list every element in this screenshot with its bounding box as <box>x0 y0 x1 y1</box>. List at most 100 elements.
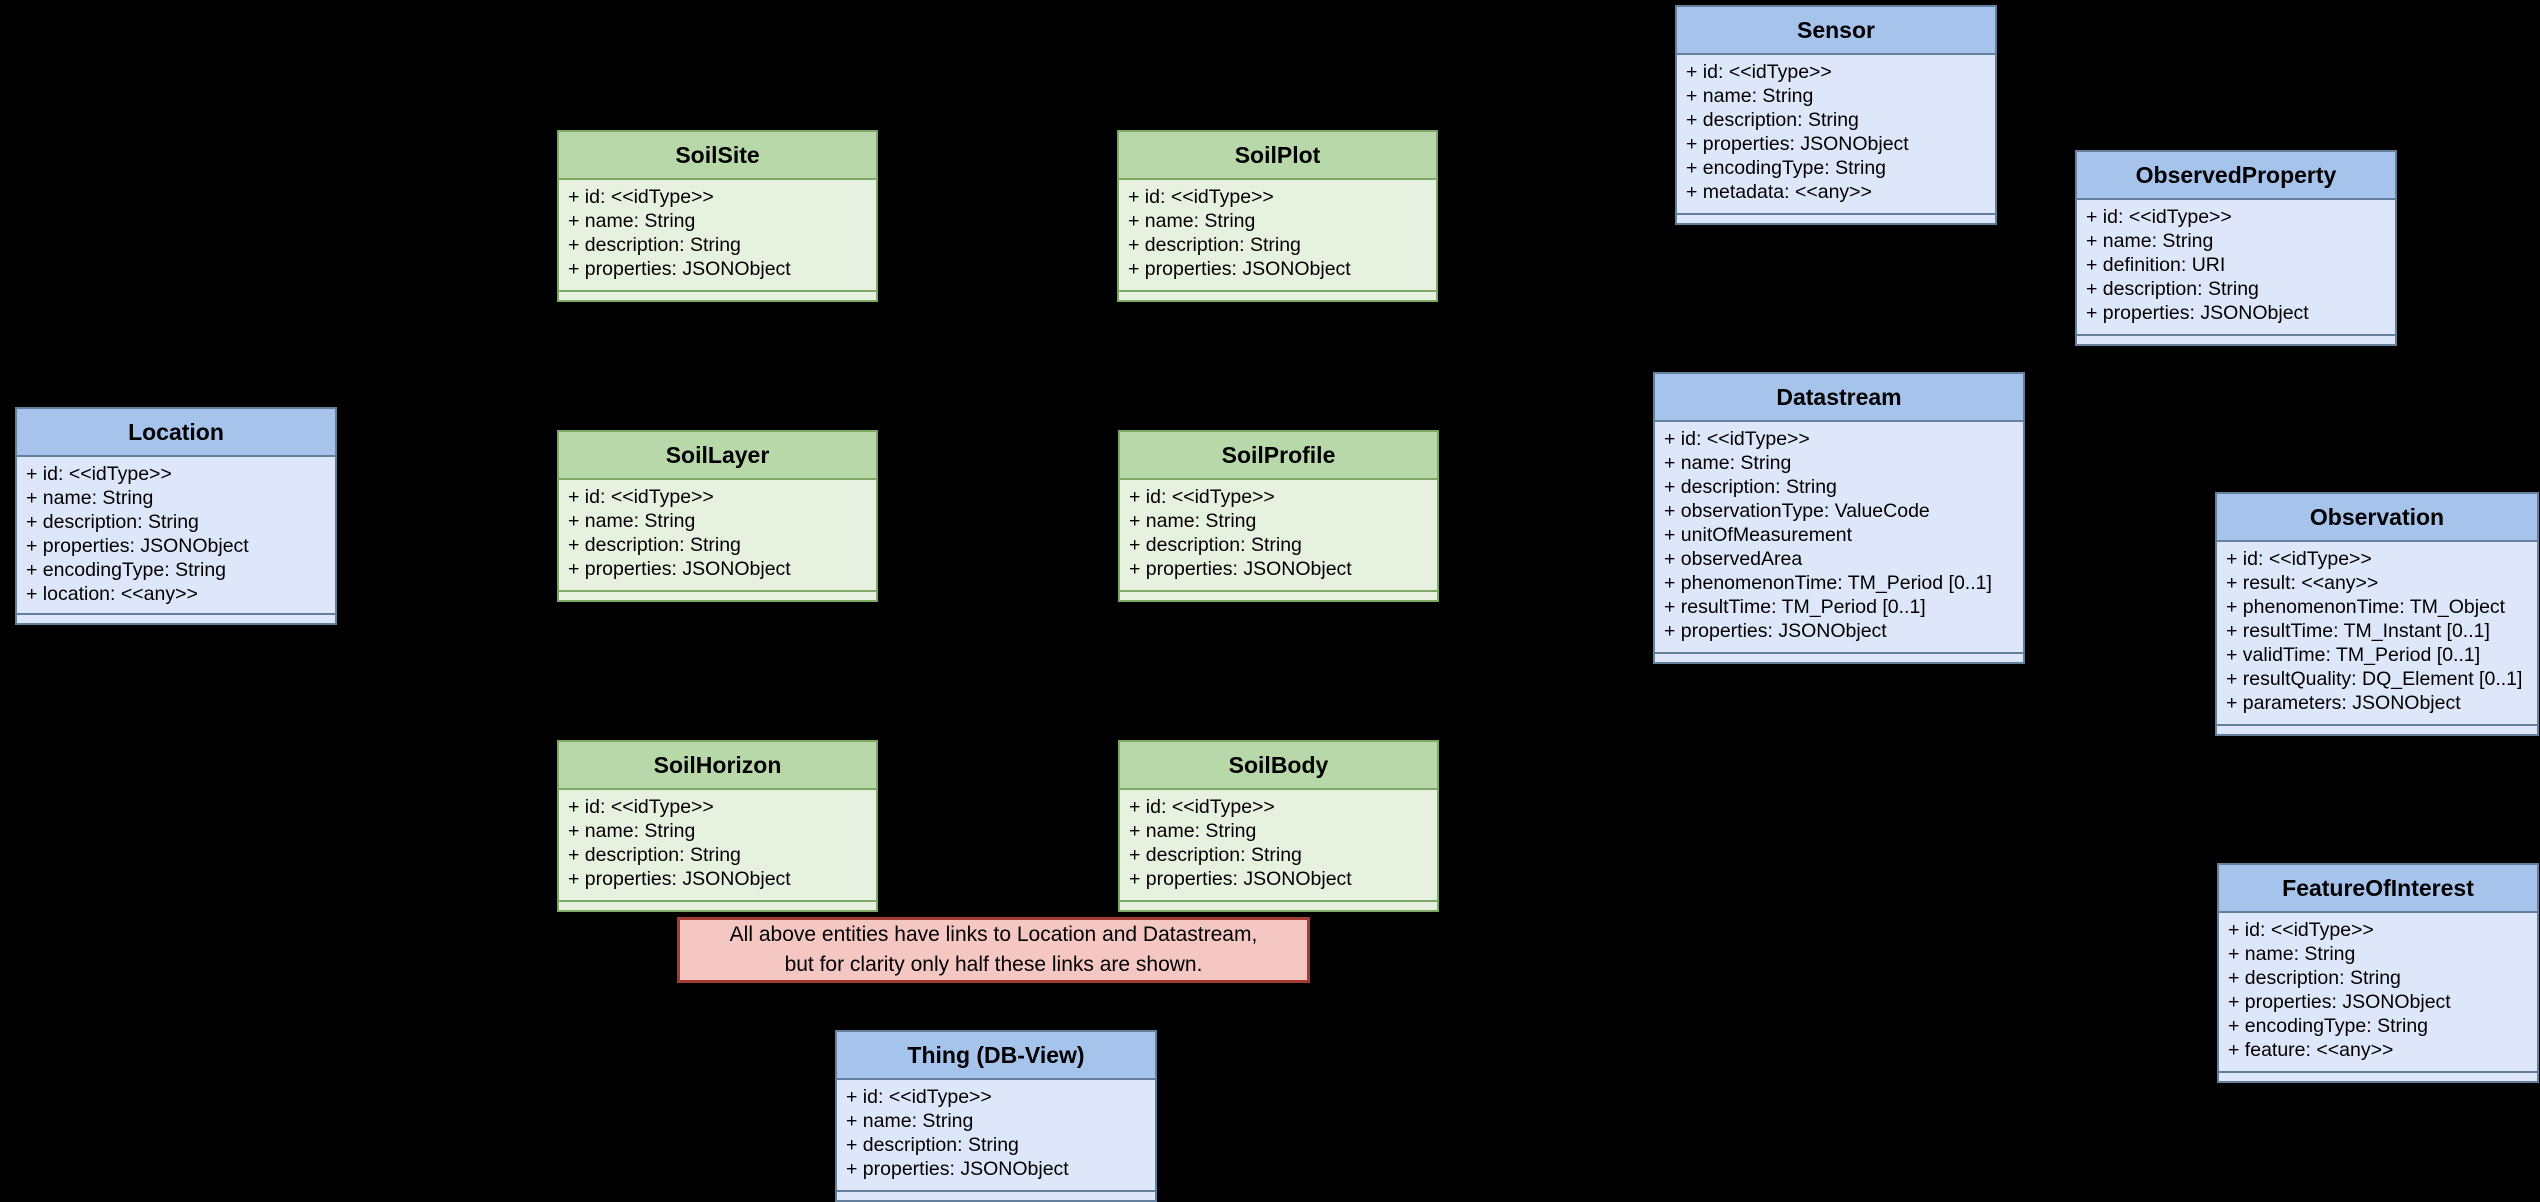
attribute: + definition: URI <box>2086 254 2226 276</box>
attributes-compartment: + id: <<idType>> + name: String + descri… <box>559 180 876 290</box>
class-title: Thing (DB-View) <box>837 1032 1155 1080</box>
attributes-compartment: + id: <<idType>> + name: String + defini… <box>2077 200 2395 334</box>
attribute: + id: <<idType>> <box>1686 61 1832 83</box>
attributes-compartment: + id: <<idType>> + name: String + descri… <box>1120 480 1437 590</box>
attribute: + properties: JSONObject <box>1129 558 1352 580</box>
class-title: SoilHorizon <box>559 742 876 790</box>
methods-compartment-empty <box>559 900 876 910</box>
class-box-location: Location + id: <<idType>> + name: String… <box>15 407 337 625</box>
attribute: + description: String <box>1128 234 1301 256</box>
attribute: + validTime: TM_Period [0..1] <box>2226 644 2481 666</box>
attribute: + name: String <box>846 1110 974 1132</box>
attribute: + id: <<idType>> <box>568 486 714 508</box>
attribute: + properties: JSONObject <box>2086 302 2309 324</box>
methods-compartment-empty <box>2077 334 2395 344</box>
methods-compartment-empty <box>559 590 876 600</box>
attribute: + observationType: ValueCode <box>1664 500 1930 522</box>
attribute: + name: String <box>568 510 696 532</box>
methods-compartment-empty <box>837 1190 1155 1200</box>
class-box-sensor: Sensor + id: <<idType>> + name: String +… <box>1675 5 1997 225</box>
attribute: + name: String <box>1664 452 1792 474</box>
class-box-soil-layer: SoilLayer + id: <<idType>> + name: Strin… <box>557 430 878 602</box>
attribute: + description: String <box>568 534 741 556</box>
methods-compartment-empty <box>2219 1071 2537 1081</box>
class-box-soil-plot: SoilPlot + id: <<idType>> + name: String… <box>1117 130 1438 302</box>
attribute: + properties: JSONObject <box>1129 868 1352 890</box>
attribute: + resultQuality: DQ_Element [0..1] <box>2226 668 2523 690</box>
attribute: + properties: JSONObject <box>568 868 791 890</box>
attribute: + description: String <box>26 511 199 533</box>
attribute: + resultTime: TM_Instant [0..1] <box>2226 620 2490 642</box>
attribute: + description: String <box>1129 534 1302 556</box>
attribute: + id: <<idType>> <box>2226 548 2372 570</box>
attributes-compartment: + id: <<idType>> + name: String + descri… <box>1655 422 2023 652</box>
attribute: + description: String <box>568 844 741 866</box>
methods-compartment-empty <box>17 613 335 623</box>
class-box-feature-of-interest: FeatureOfInterest + id: <<idType>> + nam… <box>2217 863 2539 1083</box>
note-links-disclaimer: All above entities have links to Locatio… <box>677 917 1310 983</box>
attribute: + description: String <box>1664 476 1837 498</box>
attribute: + description: String <box>2086 278 2259 300</box>
attribute: + id: <<idType>> <box>1129 796 1275 818</box>
attribute: + metadata: <<any>> <box>1686 181 1872 203</box>
attribute: + phenomenonTime: TM_Period [0..1] <box>1664 572 1992 594</box>
attribute: + id: <<idType>> <box>1664 428 1810 450</box>
attributes-compartment: + id: <<idType>> + name: String + descri… <box>1119 180 1436 290</box>
class-title: ObservedProperty <box>2077 152 2395 200</box>
attribute: + description: String <box>2228 967 2401 989</box>
methods-compartment-empty <box>1120 900 1437 910</box>
attribute: + observedArea <box>1664 548 1803 570</box>
attribute: + id: <<idType>> <box>846 1086 992 1108</box>
attributes-compartment: + id: <<idType>> + name: String + descri… <box>559 790 876 900</box>
methods-compartment-empty <box>559 290 876 300</box>
class-box-soil-body: SoilBody + id: <<idType>> + name: String… <box>1118 740 1439 912</box>
attribute: + description: String <box>1129 844 1302 866</box>
attributes-compartment: + id: <<idType>> + name: String + descri… <box>1677 55 1995 213</box>
methods-compartment-empty <box>1120 590 1437 600</box>
attribute: + properties: JSONObject <box>1128 258 1351 280</box>
class-box-observation: Observation + id: <<idType>> + result: <… <box>2215 492 2539 736</box>
attributes-compartment: + id: <<idType>> + name: String + descri… <box>17 457 335 613</box>
attribute: + name: String <box>1686 85 1814 107</box>
attribute: + properties: JSONObject <box>568 258 791 280</box>
class-title: Datastream <box>1655 374 2023 422</box>
attribute: + encodingType: String <box>26 559 227 581</box>
attribute: + unitOfMeasurement <box>1664 524 1853 546</box>
attributes-compartment: + id: <<idType>> + name: String + descri… <box>2219 913 2537 1071</box>
class-box-soil-horizon: SoilHorizon + id: <<idType>> + name: Str… <box>557 740 878 912</box>
attribute: + parameters: JSONObject <box>2226 692 2461 714</box>
attribute: + resultTime: TM_Period [0..1] <box>1664 596 1926 618</box>
attribute: + name: String <box>2086 230 2214 252</box>
attribute: + encodingType: String <box>2228 1015 2429 1037</box>
attribute: + id: <<idType>> <box>1129 486 1275 508</box>
class-title: SoilBody <box>1120 742 1437 790</box>
class-title: FeatureOfInterest <box>2219 865 2537 913</box>
attribute: + description: String <box>1686 109 1859 131</box>
attribute: + name: String <box>2228 943 2356 965</box>
note-line: All above entities have links to Locatio… <box>729 923 1258 946</box>
attribute: + name: String <box>1128 210 1256 232</box>
attribute: + name: String <box>1129 820 1257 842</box>
attribute: + properties: JSONObject <box>1686 133 1909 155</box>
attribute: + properties: JSONObject <box>846 1158 1069 1180</box>
attribute: + name: String <box>1129 510 1257 532</box>
attribute: + id: <<idType>> <box>1128 186 1274 208</box>
attribute: + name: String <box>568 210 696 232</box>
attribute: + feature: <<any>> <box>2228 1039 2394 1061</box>
attribute: + id: <<idType>> <box>2086 206 2232 228</box>
class-box-datastream: Datastream + id: <<idType>> + name: Stri… <box>1653 372 2025 664</box>
attributes-compartment: + id: <<idType>> + name: String + descri… <box>1120 790 1437 900</box>
class-title: SoilSite <box>559 132 876 180</box>
methods-compartment-empty <box>1119 290 1436 300</box>
attributes-compartment: + id: <<idType>> + name: String + descri… <box>559 480 876 590</box>
methods-compartment-empty <box>1677 213 1995 223</box>
class-box-thing-db-view: Thing (DB-View) + id: <<idType>> + name:… <box>835 1030 1157 1202</box>
methods-compartment-empty <box>1655 652 2023 662</box>
class-title: Sensor <box>1677 7 1995 55</box>
note-line: but for clarity only half these links ar… <box>784 953 1203 976</box>
class-title: Location <box>17 409 335 457</box>
class-title: SoilPlot <box>1119 132 1436 180</box>
attribute: + id: <<idType>> <box>2228 919 2374 941</box>
attribute: + name: String <box>26 487 154 509</box>
